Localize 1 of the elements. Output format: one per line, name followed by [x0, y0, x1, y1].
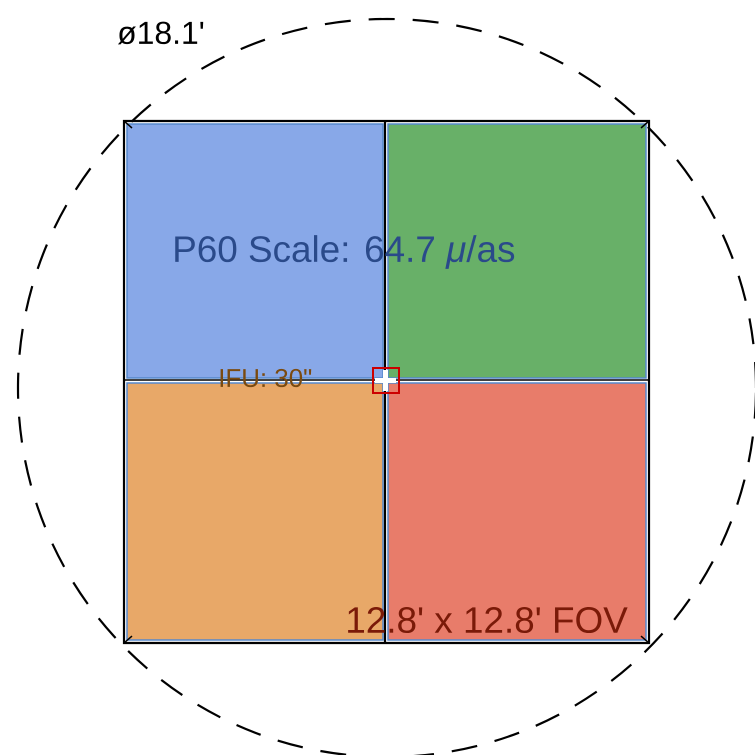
text-label: ø18.1' — [118, 22, 204, 44]
